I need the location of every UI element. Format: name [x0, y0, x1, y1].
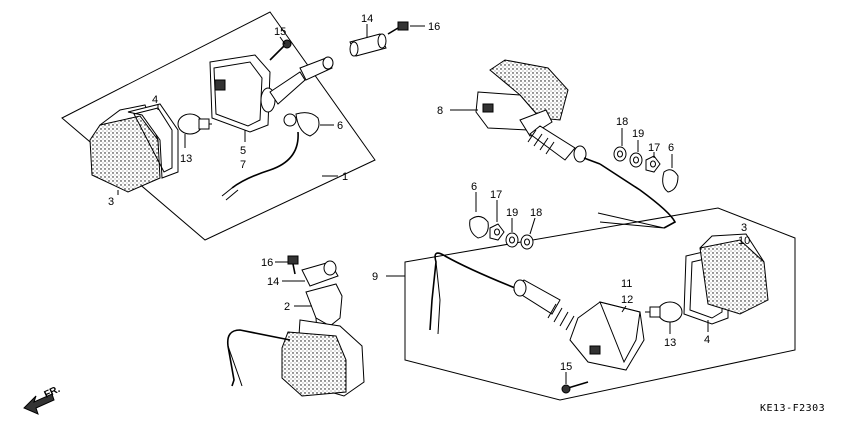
lower-lens	[699, 233, 769, 315]
callout-7: 7	[240, 159, 246, 171]
callout-3-lower: 3	[741, 222, 747, 234]
front-left-cover	[295, 112, 320, 137]
front-left-bulb	[177, 113, 212, 135]
callout-13: 13	[180, 153, 192, 165]
callout-14: 14	[361, 13, 373, 25]
upper-right-nut-17	[645, 155, 661, 173]
front-direction-indicator: FR.	[23, 384, 62, 415]
callout-6-upper: 6	[668, 142, 674, 154]
front-left-callouts: 15 14 16 4 3 13 5 7 6 1	[108, 13, 440, 208]
front-direction-label: FR.	[43, 384, 62, 401]
front-left-assembly-group: 15 14 16 4 3 13 5 7 6 1	[61, 11, 440, 241]
callout-14-center: 14	[267, 276, 279, 288]
callout-8: 8	[437, 105, 443, 117]
lower-wire	[429, 252, 521, 331]
callout-6: 6	[337, 120, 343, 132]
callout-18-lower: 18	[530, 207, 542, 219]
callout-16-center: 16	[261, 257, 273, 269]
center-callouts: 16 14 2	[261, 257, 312, 313]
lower-bulb	[645, 301, 683, 323]
upper-right-washer-19	[629, 152, 643, 168]
lower-cover	[469, 216, 489, 239]
callout-4-lower: 4	[704, 334, 710, 346]
callout-15-lower: 15	[560, 361, 572, 373]
upper-right-cover	[662, 169, 679, 193]
lower-wire-ends	[435, 261, 441, 335]
callout-11: 11	[621, 278, 632, 290]
front-left-group-frame	[61, 11, 376, 241]
center-bolt	[287, 255, 299, 275]
center-wire-ends	[227, 345, 243, 387]
center-wire	[226, 329, 291, 387]
callout-2: 2	[284, 301, 290, 313]
callout-16: 16	[428, 21, 440, 33]
front-left-bolt	[387, 21, 409, 35]
callout-17-lower: 17	[490, 189, 502, 201]
lower-right-group-frame	[404, 207, 796, 401]
upper-right-assembly-group: 8 18 19 17 6	[437, 59, 679, 229]
lower-right-assembly-group: 9 6 17 19 18 11 12 13 4 3 10 15	[372, 181, 796, 401]
front-left-housing	[209, 54, 334, 133]
callout-15: 15	[274, 26, 286, 38]
callout-19-lower: 19	[506, 207, 518, 219]
lower-nut-17	[489, 223, 505, 241]
callout-6-lower: 6	[471, 181, 477, 193]
upper-right-wire-ends	[597, 212, 665, 229]
front-left-stay	[349, 33, 387, 57]
upper-right-washer-18	[613, 146, 627, 162]
callout-10: 10	[738, 235, 750, 247]
callout-18-upper: 18	[616, 116, 628, 128]
callout-13-lower: 13	[664, 337, 676, 349]
front-left-wire	[231, 131, 299, 189]
lower-washer-19	[505, 232, 519, 248]
callout-9: 9	[372, 271, 378, 283]
callout-5: 5	[240, 145, 246, 157]
front-left-wire-ends	[221, 187, 239, 201]
lower-housing	[569, 301, 645, 371]
front-left-gasket	[127, 103, 179, 179]
lower-screw	[561, 381, 589, 394]
callout-3: 3	[108, 196, 114, 208]
lower-washer-18	[520, 234, 534, 250]
center-lamp	[281, 319, 365, 397]
callout-19-upper: 19	[632, 128, 644, 140]
callout-12: 12	[621, 294, 633, 306]
upper-right-stem	[519, 109, 601, 165]
center-assembly-group: 16 14 2	[226, 255, 365, 397]
lower-stem	[513, 279, 575, 331]
center-stay	[301, 260, 339, 287]
callout-1: 1	[342, 171, 348, 183]
callout-17-upper: 17	[648, 142, 660, 154]
front-arrow-icon	[23, 393, 55, 415]
diagram-code: KE13-F2303	[760, 403, 825, 414]
lower-callouts: 9 6 17 19 18 11 12 13 4 3 10 15	[372, 181, 750, 384]
front-left-screw	[269, 39, 292, 61]
callout-4: 4	[152, 94, 158, 106]
upper-right-wire	[599, 163, 677, 229]
upper-right-callouts: 8 18 19 17 6	[437, 105, 674, 168]
